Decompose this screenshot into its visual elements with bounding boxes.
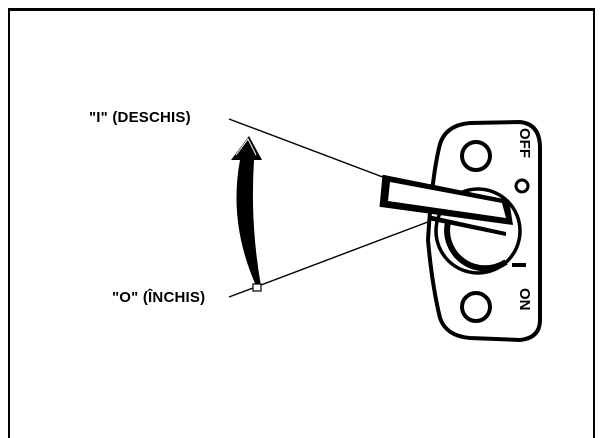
on-position-text: ON bbox=[516, 288, 533, 311]
fuel-valve-icon: OFF ON bbox=[379, 119, 542, 343]
off-position-text: OFF bbox=[516, 128, 533, 158]
closed-pointer-line bbox=[228, 207, 466, 298]
open-position-label: "I" (DESCHIS) bbox=[89, 109, 191, 126]
curved-arrow-icon bbox=[231, 136, 262, 292]
fuel-valve-diagram: OFF ON bbox=[228, 118, 542, 343]
on-mark-icon bbox=[512, 263, 526, 267]
diagram-frame bbox=[8, 8, 595, 438]
closed-position-label: "O" (ÎNCHIS) bbox=[112, 289, 206, 306]
